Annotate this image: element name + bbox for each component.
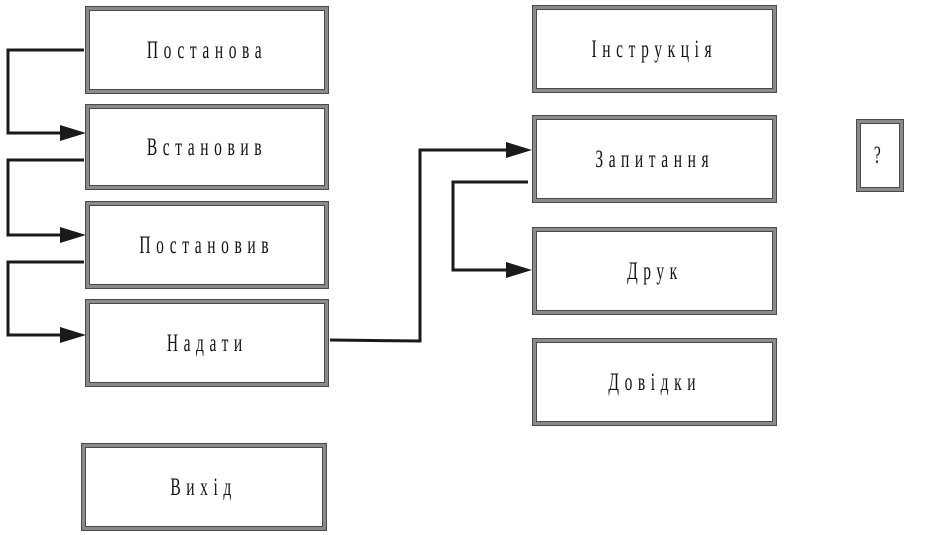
arrow-zapytannia-to-druk	[451, 180, 528, 272]
dovidky-label: Довідки	[608, 368, 701, 396]
postanova-label: Постанова	[146, 36, 268, 64]
vykhid-button[interactable]: Вихід	[81, 443, 327, 531]
instruktsiia-label: Інструкція	[591, 35, 718, 63]
arrowhead-zapytannia	[506, 142, 532, 158]
vykhid-label: Вихід	[170, 473, 238, 501]
druk-button[interactable]: Друк	[532, 227, 777, 315]
arrowhead-nadaty	[60, 327, 86, 343]
help-label: ?	[873, 142, 887, 169]
arrow-postanova-to-vstanovyv	[6, 48, 84, 135]
nadaty-label: Надати	[166, 329, 248, 357]
druk-label: Друк	[626, 257, 683, 285]
arrow-postanovyv-to-nadaty	[6, 260, 84, 337]
postanova-button[interactable]: Постанова	[85, 6, 329, 94]
arrowhead-postanovyv	[60, 227, 86, 243]
arrowhead-vstanovyv	[60, 125, 86, 141]
arrowhead-druk	[506, 262, 532, 278]
nadaty-button[interactable]: Надати	[85, 299, 329, 387]
vstanovyv-button[interactable]: Встановив	[85, 104, 329, 190]
zapytannia-button[interactable]: Запитання	[532, 115, 777, 203]
arrow-nadaty-to-zapytannia	[329, 148, 518, 343]
postanovyv-button[interactable]: Постановив	[85, 201, 329, 289]
arrow-vstanovyv-to-postanovyv	[6, 158, 84, 237]
vstanovyv-label: Встановив	[146, 133, 268, 161]
help-button[interactable]: ?	[856, 119, 904, 192]
postanovyv-label: Постановив	[139, 231, 275, 259]
instruktsiia-button[interactable]: Інструкція	[532, 5, 777, 93]
zapytannia-label: Запитання	[595, 145, 714, 173]
dovidky-button[interactable]: Довідки	[532, 338, 777, 426]
